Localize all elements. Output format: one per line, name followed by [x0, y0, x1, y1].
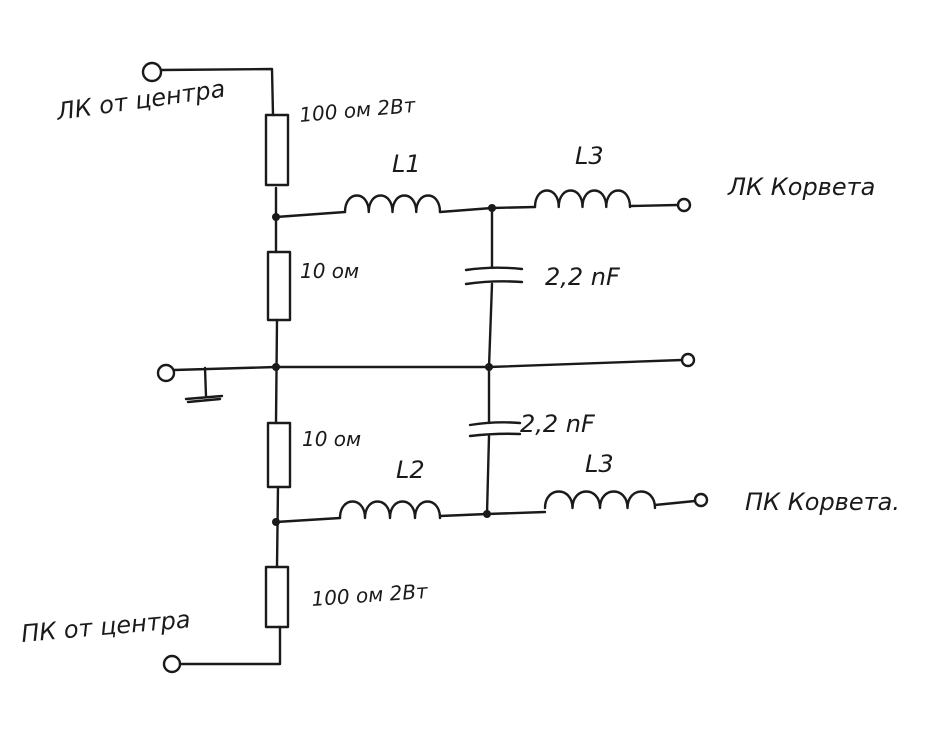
terminal-ground — [156, 363, 176, 383]
wire — [159, 67, 275, 117]
resistor-100-bottom — [264, 565, 290, 629]
terminal-ground-output — [680, 352, 696, 368]
wire — [178, 625, 282, 666]
terminal-right-output — [693, 492, 709, 508]
wire — [438, 510, 547, 518]
terminal-left-input — [141, 61, 163, 83]
resistor-10-top — [266, 250, 292, 322]
wire-ground — [172, 358, 684, 372]
wire — [274, 516, 342, 524]
junction-node — [272, 213, 280, 221]
label-l1: L1 — [392, 150, 421, 178]
label-c-top: 2,2 nF — [545, 263, 621, 291]
label-l3-bottom: L3 — [585, 450, 614, 478]
junction-node — [272, 363, 280, 371]
wire — [653, 499, 697, 507]
junction-node — [485, 363, 493, 371]
label-c-bottom: 2,2 nF — [520, 410, 596, 438]
label-left-input: ЛК от центра — [54, 75, 227, 126]
wire — [275, 485, 280, 569]
label-right-output: ПК Корвета. — [745, 488, 900, 516]
inductor-l3-bottom — [543, 490, 657, 510]
resistor-10-bottom — [266, 421, 292, 489]
inductor-l3-top — [533, 189, 632, 209]
label-r-mid-top: 10 ом — [300, 259, 359, 283]
wire — [628, 203, 679, 208]
junction-node — [488, 204, 496, 212]
resistor-100-top — [264, 113, 290, 187]
wire — [274, 210, 347, 219]
label-l2: L2 — [396, 456, 425, 484]
inductor-l2 — [338, 500, 442, 520]
wire — [274, 318, 279, 425]
wire — [438, 205, 537, 214]
label-r-mid-bottom: 10 ом — [302, 427, 361, 451]
terminal-right-input — [162, 654, 182, 674]
label-right-input: ПК от центра — [20, 605, 192, 648]
capacitor-bottom — [468, 365, 522, 516]
inductor-l1 — [343, 194, 442, 214]
capacitor-top — [464, 206, 524, 369]
ground-icon — [184, 366, 224, 404]
junction-node — [272, 518, 280, 526]
label-left-output: ЛК Корвета — [727, 173, 875, 201]
junction-node — [483, 510, 491, 518]
terminal-left-output — [676, 197, 692, 213]
label-l3-top: L3 — [575, 142, 604, 170]
label-r-top: 100 ом 2Вт — [298, 93, 417, 127]
label-r-bottom: 100 ом 2Вт — [311, 579, 430, 611]
